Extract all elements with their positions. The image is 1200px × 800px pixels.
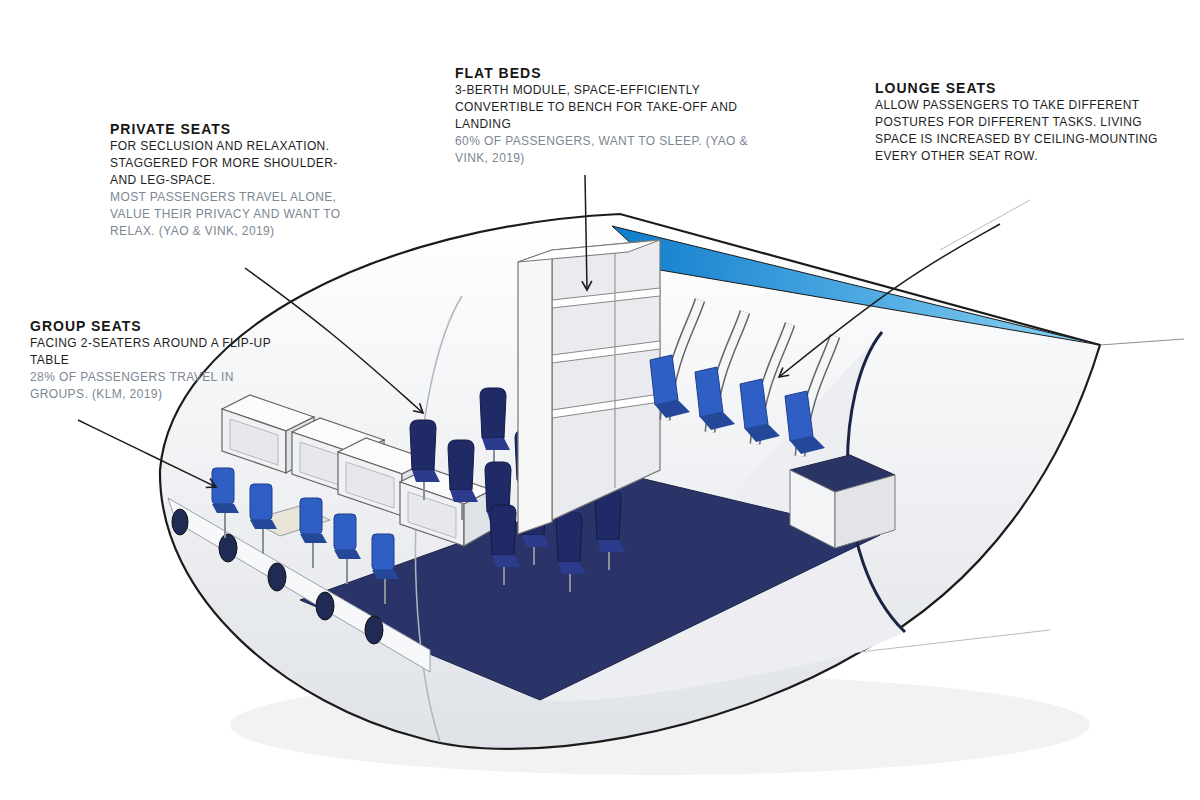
leader-line <box>585 175 587 290</box>
group-seats <box>212 468 239 538</box>
private-seats <box>448 440 478 520</box>
leader-line <box>245 268 423 413</box>
flat-bed-module <box>518 240 660 534</box>
side-wall <box>219 534 237 562</box>
bench-box <box>790 470 835 548</box>
overhead-bins <box>222 395 492 546</box>
construction-line <box>1100 339 1184 345</box>
side-wall <box>168 498 430 672</box>
callout-heading: GROUP SEATS <box>30 318 280 335</box>
callout-text: FACING 2-SEATERS AROUND A FLIP-UP TABLE <box>30 335 280 369</box>
seat-back <box>740 379 768 429</box>
callout: GROUP SEATSFACING 2-SEATERS AROUND A FLI… <box>30 318 280 403</box>
callout-source: MOST PASSENGERS TRAVEL ALONE, VALUE THEI… <box>110 189 360 240</box>
flat-bed-module <box>614 244 615 488</box>
group-seats <box>334 514 361 584</box>
callout: PRIVATE SEATSFOR SECLUSION AND RELAXATIO… <box>110 121 360 240</box>
seat-back <box>650 355 678 405</box>
private-seats <box>410 420 440 500</box>
side-wall <box>365 616 383 644</box>
seat-cushion <box>745 424 780 442</box>
callout-heading: FLAT BEDS <box>455 65 785 82</box>
flat-bed-module <box>552 288 660 308</box>
seat-back <box>695 367 723 417</box>
fuselage-shell <box>160 214 1100 749</box>
callout-source: 60% OF PASSENGERS, WANT TO SLEEP. (YAO &… <box>455 133 785 167</box>
construction-line <box>940 200 1030 250</box>
group-seats <box>300 498 327 568</box>
leader-line <box>78 420 216 487</box>
callout-source: 28% OF PASSENGERS TRAVEL IN GROUPS. (KLM… <box>30 369 280 403</box>
bench-box <box>790 455 895 548</box>
private-seats <box>556 512 586 592</box>
lounge-seats <box>650 300 835 456</box>
seat-cushion <box>790 436 825 454</box>
overhead-bins <box>400 468 492 546</box>
group-seats <box>250 484 277 554</box>
callout-heading: PRIVATE SEATS <box>110 121 360 138</box>
flat-bed-module <box>518 240 660 262</box>
callout: LOUNGE SEATSALLOW PASSENGERS TO TAKE DIF… <box>875 80 1180 165</box>
flat-bed-module <box>552 341 660 363</box>
flat-bed-module <box>552 240 660 520</box>
callout-heading: LOUNGE SEATS <box>875 80 1180 97</box>
bench-box <box>835 475 895 548</box>
private-seats <box>595 490 625 570</box>
callout-text: ALLOW PASSENGERS TO TAKE DIFFERENT POSTU… <box>875 97 1180 165</box>
side-wall <box>172 509 188 535</box>
seat-back <box>785 391 813 441</box>
side-wall <box>268 563 286 591</box>
callout-text: FOR SECLUSION AND RELAXATION. STAGGERED … <box>110 138 360 189</box>
side-wall <box>316 592 334 620</box>
callout-text: 3-BERTH MODULE, SPACE-EFFICIENTLY CONVER… <box>455 82 785 133</box>
private-seats <box>480 388 510 468</box>
seat-cushion <box>655 400 690 418</box>
side-wall <box>168 498 430 672</box>
private-seats <box>490 505 520 585</box>
leader-lines <box>78 175 1000 487</box>
seat-cushion <box>700 412 735 430</box>
flat-bed-module <box>552 394 660 418</box>
leader-line <box>779 224 1000 377</box>
flat-bed-module <box>518 250 552 534</box>
group-seats <box>372 534 399 604</box>
callout: FLAT BEDS3-BERTH MODULE, SPACE-EFFICIENT… <box>455 65 785 167</box>
